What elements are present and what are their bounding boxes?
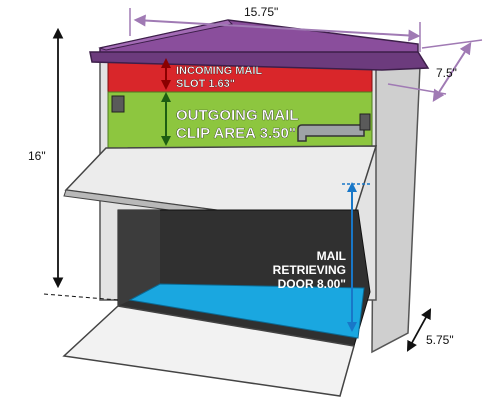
bottom-depth-dimension-label: 5.75" [426,333,454,347]
clip-handle-mount [359,113,371,131]
incoming-mail-label-line1: INCOMING MAIL [176,65,262,77]
retrieving-door-label-line3: DOOR 8.00" [278,277,346,291]
outgoing-mail-zone [107,91,373,149]
width-dimension-line [133,14,421,42]
depth-dimension-label: 7.5" [436,66,457,80]
depth-dimension-line [432,41,472,103]
height-tick-bottom [43,293,119,301]
outgoing-mail-label-line2: CLIP AREA 3.50" [176,125,296,142]
compartment-left-wall [118,210,160,306]
retrieving-door-label-line1: MAIL [317,249,346,263]
retrieving-door-label-line2: RETRIEVING [273,263,346,277]
retrieving-floor [128,283,365,339]
width-dimension-label: 15.75" [244,5,278,19]
cabinet-right-side [371,65,421,354]
clip-handle [297,124,365,142]
bottom-depth-dimension-line [406,308,432,352]
depth-tick-bottom [387,83,447,95]
outgoing-mail-label-line1: OUTGOING MAIL [176,107,299,124]
retrieving-door [62,305,355,397]
depth-tick-top [421,39,483,49]
incoming-mail-label-line2: SLOT 1.63" [176,78,235,90]
hinge-bracket [111,95,125,113]
height-dimension-label: 16" [28,149,46,163]
roof-front-edge [89,51,430,71]
